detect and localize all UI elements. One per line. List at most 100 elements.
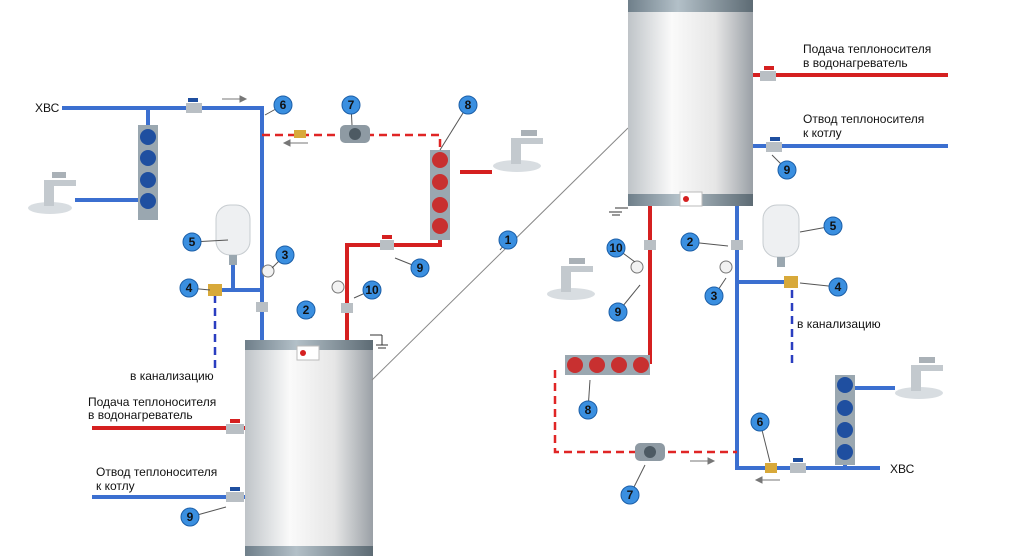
text-labels: ХВС в канализацию Подача теплоносителя в…: [35, 42, 931, 493]
callout-number: 2: [687, 235, 694, 249]
expansion-tank-icon: [215, 204, 251, 265]
callout-marker: [179, 278, 199, 298]
callout-marker: [275, 245, 295, 265]
thermometer-icon: [331, 280, 345, 294]
check-valve-icon: [294, 130, 306, 138]
ball-valve-icon: [766, 137, 782, 152]
callout-marker: [182, 232, 202, 252]
ball-valve-icon: [760, 66, 776, 81]
callout-number: 9: [187, 510, 194, 524]
callout-number: 9: [417, 261, 424, 275]
label-supply-left-1: Подача теплоносителя: [88, 395, 216, 409]
ball-valve-icon: [790, 458, 806, 473]
callout-number: 6: [757, 415, 764, 429]
ball-valve-icon: [226, 419, 244, 434]
ground-icon: [370, 334, 388, 349]
check-valve-icon: [765, 463, 777, 473]
callout-number: 3: [282, 248, 289, 262]
faucet-icon: [895, 357, 943, 399]
cold-pipes-left: [62, 106, 264, 340]
callout-marker: [606, 238, 626, 258]
callout-number: 1: [505, 233, 512, 247]
callout-marker: [704, 286, 724, 306]
pump-icon: [340, 125, 370, 143]
label-drain-right: в канализацию: [797, 317, 881, 331]
callout-number: 8: [585, 403, 592, 417]
hot-manifold-right: [565, 355, 650, 375]
label-supply-left-2: в водонагреватель: [88, 408, 193, 422]
ball-valve-icon: [186, 98, 202, 113]
callout-marker: [296, 300, 316, 320]
label-return-right-2: к котлу: [803, 126, 842, 140]
label-supply-right-1: Подача теплоносителя: [803, 42, 931, 56]
pump-icon: [635, 443, 665, 461]
callout-number: 6: [280, 98, 287, 112]
flow-arrows-right: [690, 457, 780, 484]
callout-marker: [620, 485, 640, 505]
label-return-left-2: к котлу: [96, 479, 135, 493]
ball-valve-icon: [644, 240, 656, 250]
callout-number: 10: [365, 283, 379, 297]
callout-marker: [458, 95, 478, 115]
ball-valve-icon: [256, 302, 268, 312]
callout-marker: [823, 216, 843, 236]
callout-marker: [362, 280, 382, 300]
callout-number: 2: [303, 303, 310, 317]
callout-number: 9: [784, 163, 791, 177]
ground-icon: [609, 207, 628, 216]
callout-marker: [750, 412, 770, 432]
label-hvs-right: ХВС: [890, 462, 915, 476]
cold-manifold-left: [138, 125, 158, 220]
callout-number: 9: [615, 305, 622, 319]
callout-number: 3: [711, 289, 718, 303]
ball-valve-icon: [380, 235, 394, 250]
callout-marker: [828, 277, 848, 297]
faucet-icon: [547, 258, 595, 300]
hot-manifold-left: [430, 150, 450, 240]
safety-valve-icon: [784, 276, 798, 288]
label-hvs-left: ХВС: [35, 101, 60, 115]
callout-marker: [180, 507, 200, 527]
label-supply-right-2: в водонагреватель: [803, 56, 908, 70]
callout-number: 7: [627, 488, 634, 502]
callout-marker: [498, 230, 518, 250]
pressure-gauge-icon: [261, 264, 275, 278]
label-drain-left: в канализацию: [130, 369, 214, 383]
callouts: 6 7 8 5 3 4 2 10 9 9 1 10 2 5 4 9 3 8 7 6 9: [179, 95, 848, 527]
ball-valve-icon: [226, 487, 244, 502]
callout-marker: [777, 160, 797, 180]
flow-arrows-left: [222, 95, 308, 147]
callout-marker: [341, 95, 361, 115]
callout-marker: [680, 232, 700, 252]
water-heater-tank-left: [245, 340, 373, 556]
faucet-icon: [28, 172, 76, 214]
callout-number: 4: [835, 280, 842, 294]
recirc-line-left: [262, 133, 442, 155]
ball-valve-icon: [341, 303, 353, 313]
thermometer-icon: [630, 260, 644, 274]
water-heater-tank-right: [628, 0, 753, 207]
ball-valve-icon: [731, 240, 743, 250]
faucet-icon: [493, 130, 543, 172]
label-return-right-1: Отвод теплоносителя: [803, 112, 924, 126]
callout-number: 5: [189, 235, 196, 249]
label-return-left-1: Отвод теплоносителя: [96, 465, 217, 479]
safety-valve-icon: [208, 284, 222, 296]
left-scheme: [28, 95, 629, 556]
callout-number: 5: [830, 219, 837, 233]
connector-line: [371, 127, 629, 381]
right-scheme: [547, 0, 948, 484]
hot-pipes-right: [575, 206, 652, 364]
callout-marker: [578, 400, 598, 420]
callout-marker: [608, 302, 628, 322]
callout-number: 7: [348, 98, 355, 112]
expansion-tank-icon: [762, 204, 800, 267]
callout-marker: [273, 95, 293, 115]
pressure-gauge-icon: [719, 260, 733, 274]
cold-manifold-right: [835, 375, 855, 465]
callout-number: 10: [609, 241, 623, 255]
recirc-line-right: [553, 370, 737, 454]
callout-number: 8: [465, 98, 472, 112]
callout-number: 4: [186, 281, 193, 295]
